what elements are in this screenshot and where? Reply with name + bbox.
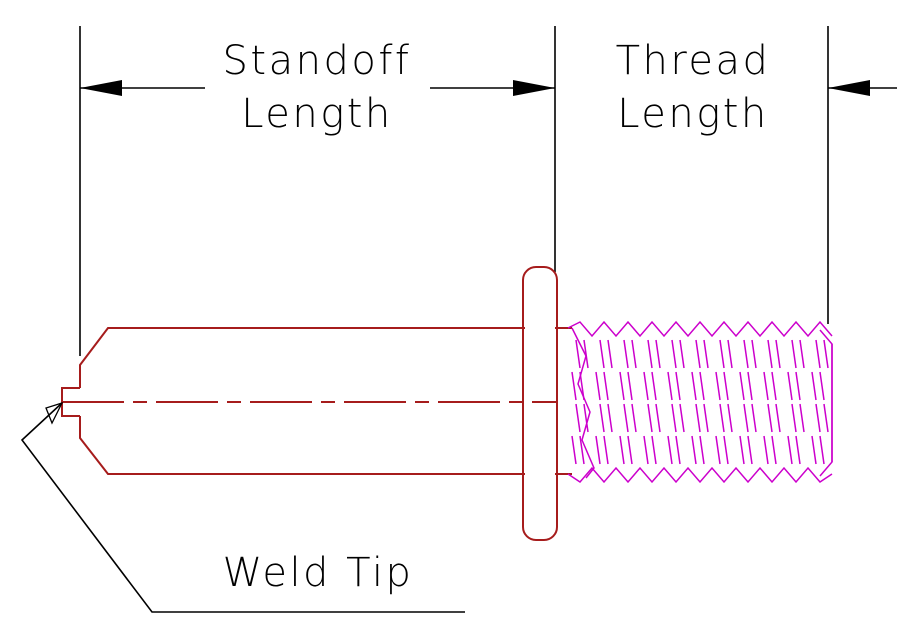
thread-hatch-row-2 [571, 371, 825, 401]
threaded-section [567, 320, 833, 484]
weld-tip-leader-line [20, 402, 465, 613]
thread-hatch-row-4 [571, 435, 825, 465]
dimension-extension-lines [79, 26, 829, 356]
thread-hatch-row-3 [575, 403, 829, 433]
thread-label-line1: Thread [616, 38, 771, 84]
thread-label-line2: Length [617, 91, 769, 137]
weld-tip-arrowhead [45, 401, 64, 425]
standoff-arrowhead-left [80, 80, 122, 96]
weld-stud-body [61, 266, 572, 541]
flange-collar [522, 266, 558, 541]
thread-crest-top [567, 320, 833, 338]
standoff-arrowhead-right [513, 80, 555, 96]
weld-tip-annotation: Weld Tip [20, 401, 465, 613]
thread-arrowhead-right [828, 80, 870, 96]
upper-profile [79, 327, 525, 388]
thread-hatch-row-1 [575, 339, 829, 369]
thread-root-bottom [567, 466, 833, 484]
lower-profile [79, 416, 525, 475]
weld-tip-label: Weld Tip [223, 550, 414, 596]
standoff-length-dimension: Standoff Length [80, 38, 555, 137]
thread-length-dimension: Thread Length [616, 38, 897, 137]
standoff-label-line1: Standoff [223, 38, 412, 84]
standoff-label-line2: Length [241, 91, 393, 137]
